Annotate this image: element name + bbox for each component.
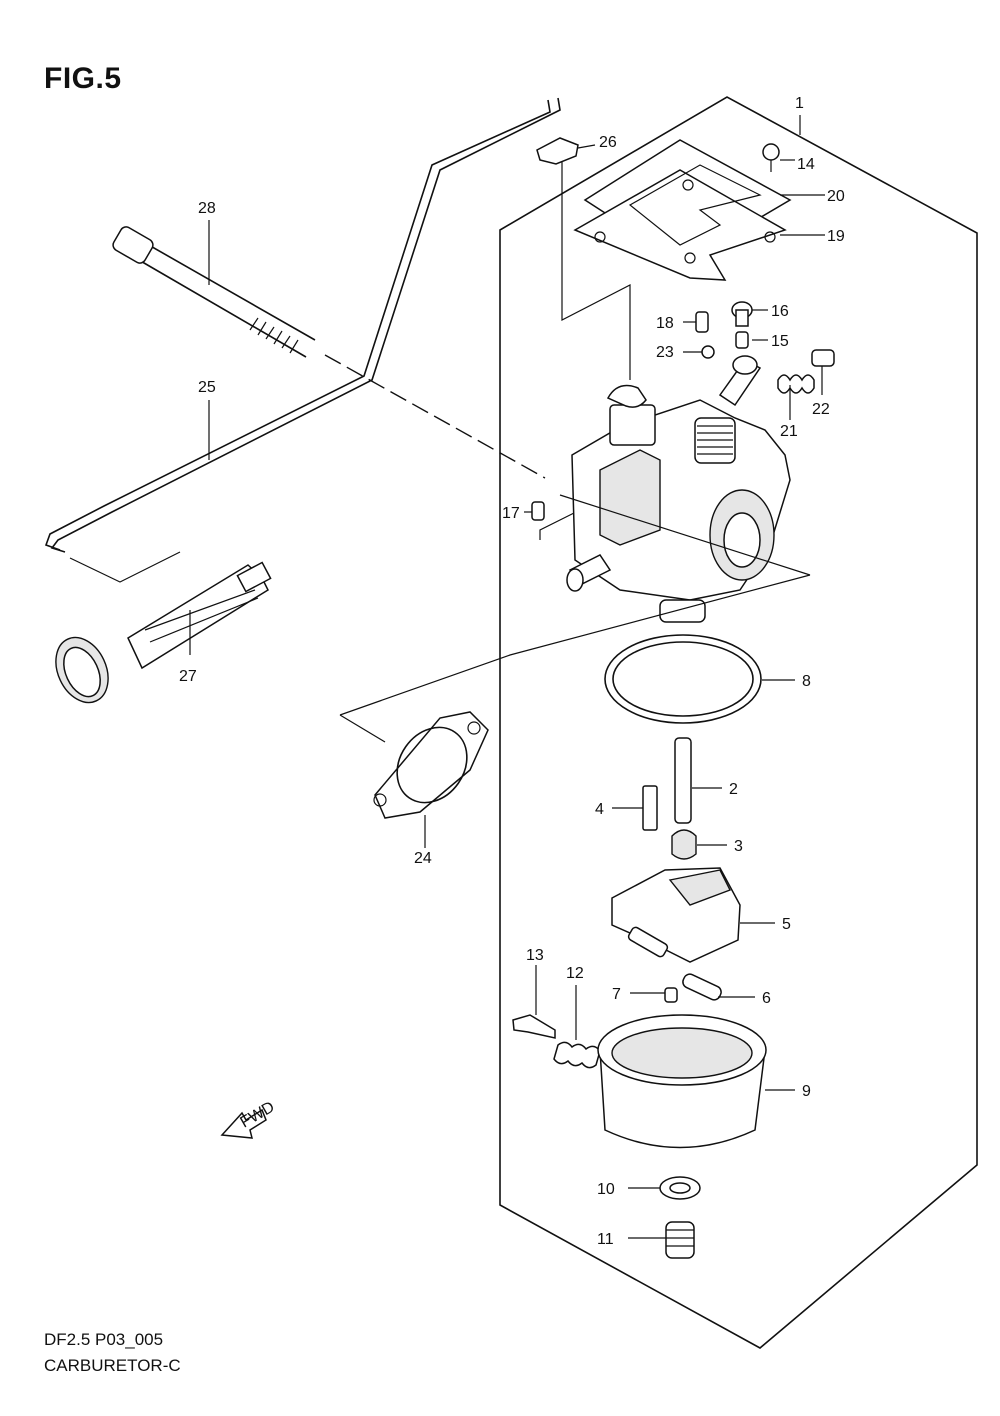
callout-12: 12 xyxy=(566,965,584,982)
callout-24: 24 xyxy=(414,850,432,867)
part-19-20-gaskets xyxy=(573,139,825,281)
callout-labels: 1 2 3 4 5 6 7 8 9 10 11 12 13 14 15 16 1… xyxy=(179,95,845,1248)
callout-16: 16 xyxy=(771,303,789,320)
callout-1: 1 xyxy=(795,95,804,112)
callout-19: 19 xyxy=(827,228,845,245)
part-24-gasket xyxy=(373,711,489,848)
callout-21: 21 xyxy=(780,423,798,440)
callout-20: 20 xyxy=(827,188,845,205)
callout-15: 15 xyxy=(771,333,789,350)
callout-27: 27 xyxy=(179,668,197,685)
fwd-badge-text: FWD xyxy=(238,1099,278,1132)
callout-3: 3 xyxy=(734,838,743,855)
part-8-o-ring xyxy=(604,634,795,724)
callout-18: 18 xyxy=(656,315,674,332)
callout-13: 13 xyxy=(526,947,544,964)
callout-28: 28 xyxy=(198,200,216,217)
fwd-arrow-icon: FWD xyxy=(220,1099,278,1139)
callout-26: 26 xyxy=(599,134,617,151)
callout-14: 14 xyxy=(797,156,815,173)
assembly-boundary xyxy=(499,96,978,1349)
part-9-float-bowl xyxy=(597,1014,795,1149)
callout-22: 22 xyxy=(812,401,830,418)
callout-10: 10 xyxy=(597,1181,615,1198)
carburetor-body xyxy=(559,355,811,623)
float-valve-parts xyxy=(611,737,775,1003)
callout-8: 8 xyxy=(802,673,811,690)
diagram-code: DF2.5 P03_005 xyxy=(44,1330,164,1349)
callout-4: 4 xyxy=(595,801,604,818)
part-25-choke-rod xyxy=(44,97,561,553)
callout-7: 7 xyxy=(612,986,621,1003)
callout-11: 11 xyxy=(597,1231,614,1248)
diagram-name: CARBURETOR-C xyxy=(44,1356,181,1375)
callout-23: 23 xyxy=(656,344,674,361)
figure-title: FIG.5 xyxy=(44,62,122,95)
callout-5: 5 xyxy=(782,916,791,933)
part-28-bolt xyxy=(112,220,316,358)
part-26-clip xyxy=(536,137,631,380)
callout-2: 2 xyxy=(729,781,738,798)
part-12-13-screw-spring xyxy=(512,965,601,1069)
part-10-11-washer-plug xyxy=(628,1176,701,1259)
callout-17: 17 xyxy=(502,505,520,522)
small-screws-and-springs xyxy=(524,143,835,540)
callout-6: 6 xyxy=(762,990,771,1007)
callout-9: 9 xyxy=(802,1083,811,1100)
part-27-choke-knob xyxy=(55,551,272,704)
callout-25: 25 xyxy=(198,379,216,396)
